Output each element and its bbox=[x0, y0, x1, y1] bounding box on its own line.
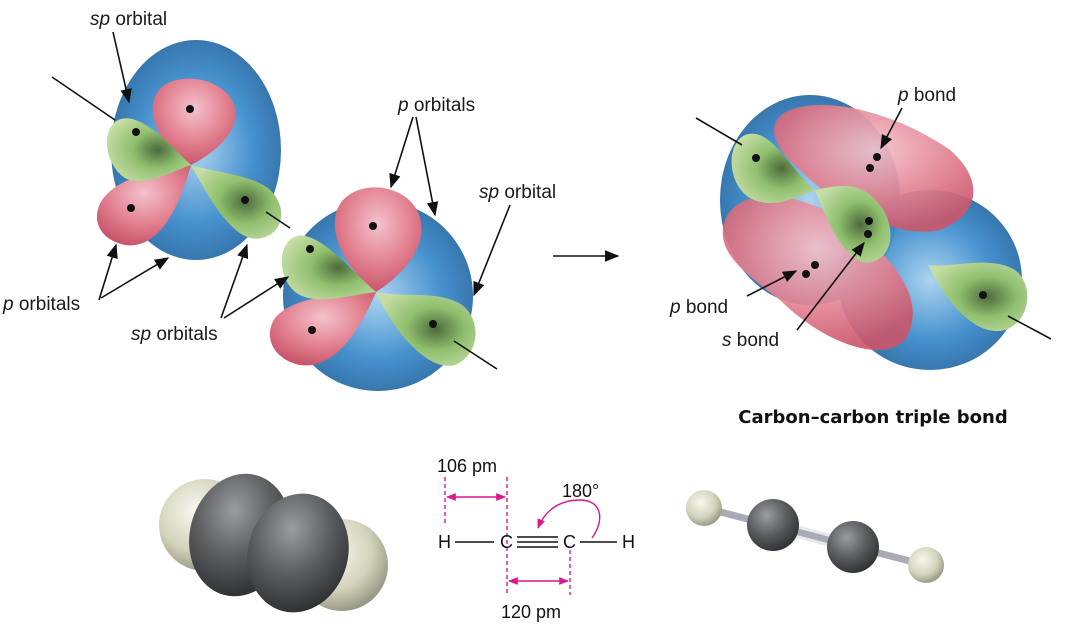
label-italic: p bbox=[397, 95, 409, 116]
atom-c-left: C bbox=[500, 532, 513, 552]
svg-text:p bond: p bond bbox=[669, 297, 728, 318]
electron-dot bbox=[864, 230, 872, 238]
sp-orbital-lobe-right bbox=[376, 292, 476, 366]
electron-dot bbox=[802, 270, 810, 278]
pointer-arrow bbox=[880, 107, 903, 150]
axis-line bbox=[695, 117, 743, 146]
label-text: orbitals bbox=[409, 95, 476, 116]
sp-orbital-lobe-right bbox=[191, 165, 282, 239]
pointer-arrow bbox=[98, 243, 118, 301]
electron-dot bbox=[979, 291, 987, 299]
hydrogen-atom bbox=[686, 490, 722, 526]
carbon-atom bbox=[827, 521, 879, 573]
electron-dot bbox=[866, 164, 874, 172]
label-italic: s bbox=[722, 330, 732, 351]
electron-dot bbox=[306, 245, 314, 253]
carbon-atom-2-orbitals bbox=[265, 187, 498, 391]
label-italic: sp bbox=[90, 9, 110, 30]
label-p-orbitals-top: p orbitals bbox=[389, 95, 475, 217]
axis-line bbox=[51, 76, 116, 121]
cc-bond-length: 120 pm bbox=[501, 602, 561, 622]
label-sigma-bond: s bond bbox=[722, 241, 865, 351]
hydrogen-atom bbox=[908, 547, 944, 583]
atom-c-right: C bbox=[563, 532, 576, 552]
sigma-bond-lobe bbox=[815, 185, 891, 263]
sp-orbital-lobe-right bbox=[928, 262, 1028, 332]
electron-dot bbox=[369, 222, 377, 230]
svg-text:s bond: s bond bbox=[722, 330, 779, 351]
atom-h-right: H bbox=[622, 532, 635, 552]
carbon-atom bbox=[747, 499, 799, 551]
electron-dot bbox=[865, 217, 873, 225]
label-italic: sp bbox=[479, 182, 499, 203]
space-filling-model bbox=[159, 473, 388, 613]
label-p-orbitals-left: p orbitals bbox=[2, 243, 170, 315]
p-orbital-lobe-bottom bbox=[96, 165, 191, 246]
angle-arc-arrow bbox=[537, 499, 601, 539]
electron-dot bbox=[873, 153, 881, 161]
sp-orbital-lobe-left bbox=[281, 235, 376, 300]
pointer-arrow bbox=[473, 204, 511, 297]
pointer-arrow bbox=[112, 31, 132, 104]
svg-text:p orbitals: p orbitals bbox=[397, 95, 475, 116]
svg-text:sp orbital: sp orbital bbox=[479, 182, 556, 203]
pointer-arrow bbox=[746, 270, 798, 297]
label-text: bond bbox=[681, 297, 729, 318]
label-pi-bond-left: p bond bbox=[669, 270, 798, 318]
pointer-arrow bbox=[100, 257, 170, 299]
label-text: orbital bbox=[499, 182, 556, 203]
pointer-arrow bbox=[220, 243, 249, 319]
carbon-atom bbox=[247, 493, 349, 613]
label-sp-orbital-right: sp orbital bbox=[473, 182, 556, 297]
electron-dot bbox=[308, 326, 316, 334]
bond-angle: 180° bbox=[562, 481, 599, 501]
label-text: orbitals bbox=[151, 324, 218, 345]
pi-bond-lobe-bottom bbox=[722, 196, 913, 351]
p-orbital-lobe-top bbox=[152, 78, 236, 165]
sp-orbital-lobe-left bbox=[731, 133, 815, 204]
electron-dot bbox=[186, 105, 194, 113]
label-italic: p bbox=[897, 85, 909, 106]
electron-dot bbox=[241, 196, 249, 204]
label-sp-orbital-top: sp orbital bbox=[90, 9, 167, 104]
ball-and-stick-model bbox=[686, 490, 944, 583]
triple-bond-orbitals bbox=[695, 95, 1052, 370]
axis-line bbox=[265, 211, 291, 229]
ch-bond-length: 106 pm bbox=[437, 456, 497, 476]
electron-dot bbox=[752, 154, 760, 162]
axis-line bbox=[453, 340, 498, 370]
p-orbital-lobe-bottom bbox=[269, 292, 376, 366]
electron-dot bbox=[811, 261, 819, 269]
bond-stick bbox=[701, 504, 929, 569]
pointer-arrow bbox=[796, 241, 865, 331]
carbon-atom-1-orbitals bbox=[51, 40, 282, 260]
label-text: orbital bbox=[110, 9, 167, 30]
electron-dot bbox=[429, 320, 437, 328]
structural-formula: 106 pm 180° H C C H 120 pm bbox=[437, 456, 635, 622]
label-text: orbitals bbox=[14, 294, 81, 315]
label-pi-bond-top: p bond bbox=[880, 85, 956, 150]
label-sp-orbitals-mid: sp orbitals bbox=[131, 243, 290, 345]
p-orbital-lobe-top bbox=[334, 187, 422, 292]
label-italic: p bbox=[669, 297, 681, 318]
svg-text:p orbitals: p orbitals bbox=[2, 294, 80, 315]
atom-h-left: H bbox=[438, 532, 451, 552]
svg-text:p bond: p bond bbox=[897, 85, 956, 106]
electron-dot bbox=[132, 128, 140, 136]
pointer-arrow bbox=[389, 116, 414, 189]
svg-text:sp orbitals: sp orbitals bbox=[131, 324, 218, 345]
label-text: bond bbox=[909, 85, 957, 106]
label-italic: sp bbox=[131, 324, 151, 345]
pointer-arrow bbox=[415, 116, 439, 217]
pointer-arrow bbox=[223, 276, 290, 319]
label-text: bond bbox=[732, 330, 780, 351]
electron-dot bbox=[127, 204, 135, 212]
diagram-title: Carbon–carbon triple bond bbox=[738, 407, 1007, 428]
axis-line bbox=[1007, 315, 1052, 340]
svg-text:sp orbital: sp orbital bbox=[90, 9, 167, 30]
sp-orbital-lobe-left bbox=[106, 118, 191, 182]
label-italic: p bbox=[2, 294, 14, 315]
